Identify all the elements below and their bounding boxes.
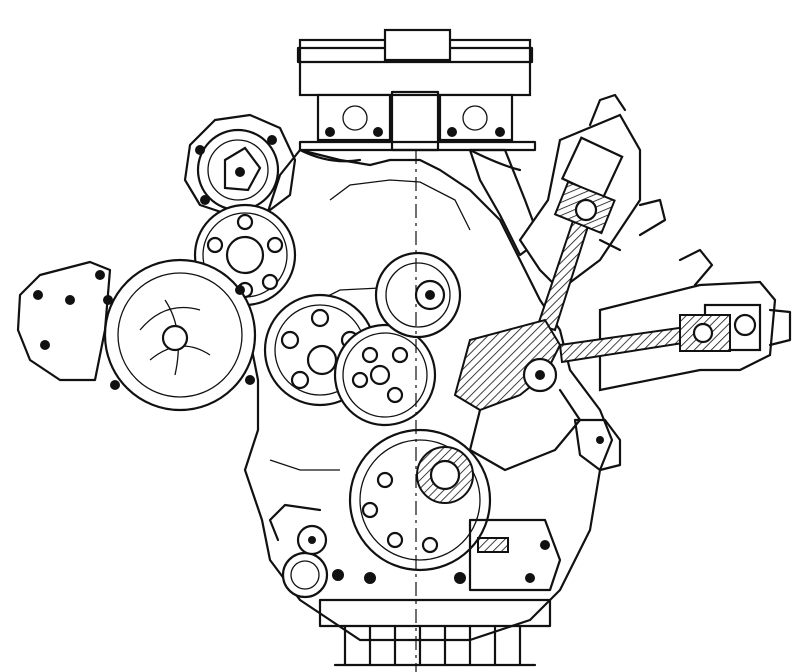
oil-pipe [573,418,622,472]
bearing-cap [468,518,562,592]
crankcase-cutaway [453,318,582,472]
connecting-rod-lower [558,314,731,364]
cam-gear-right [374,251,462,339]
carburettor-assembly [296,28,537,172]
crankshaft-section [348,428,492,572]
connecting-rod-upper [536,180,616,332]
water-pump-housing [16,258,257,412]
oil-sump [318,569,552,667]
crank-timing-gear [333,323,437,427]
cam-drive-housing [183,113,297,217]
starter-gear [268,503,329,599]
